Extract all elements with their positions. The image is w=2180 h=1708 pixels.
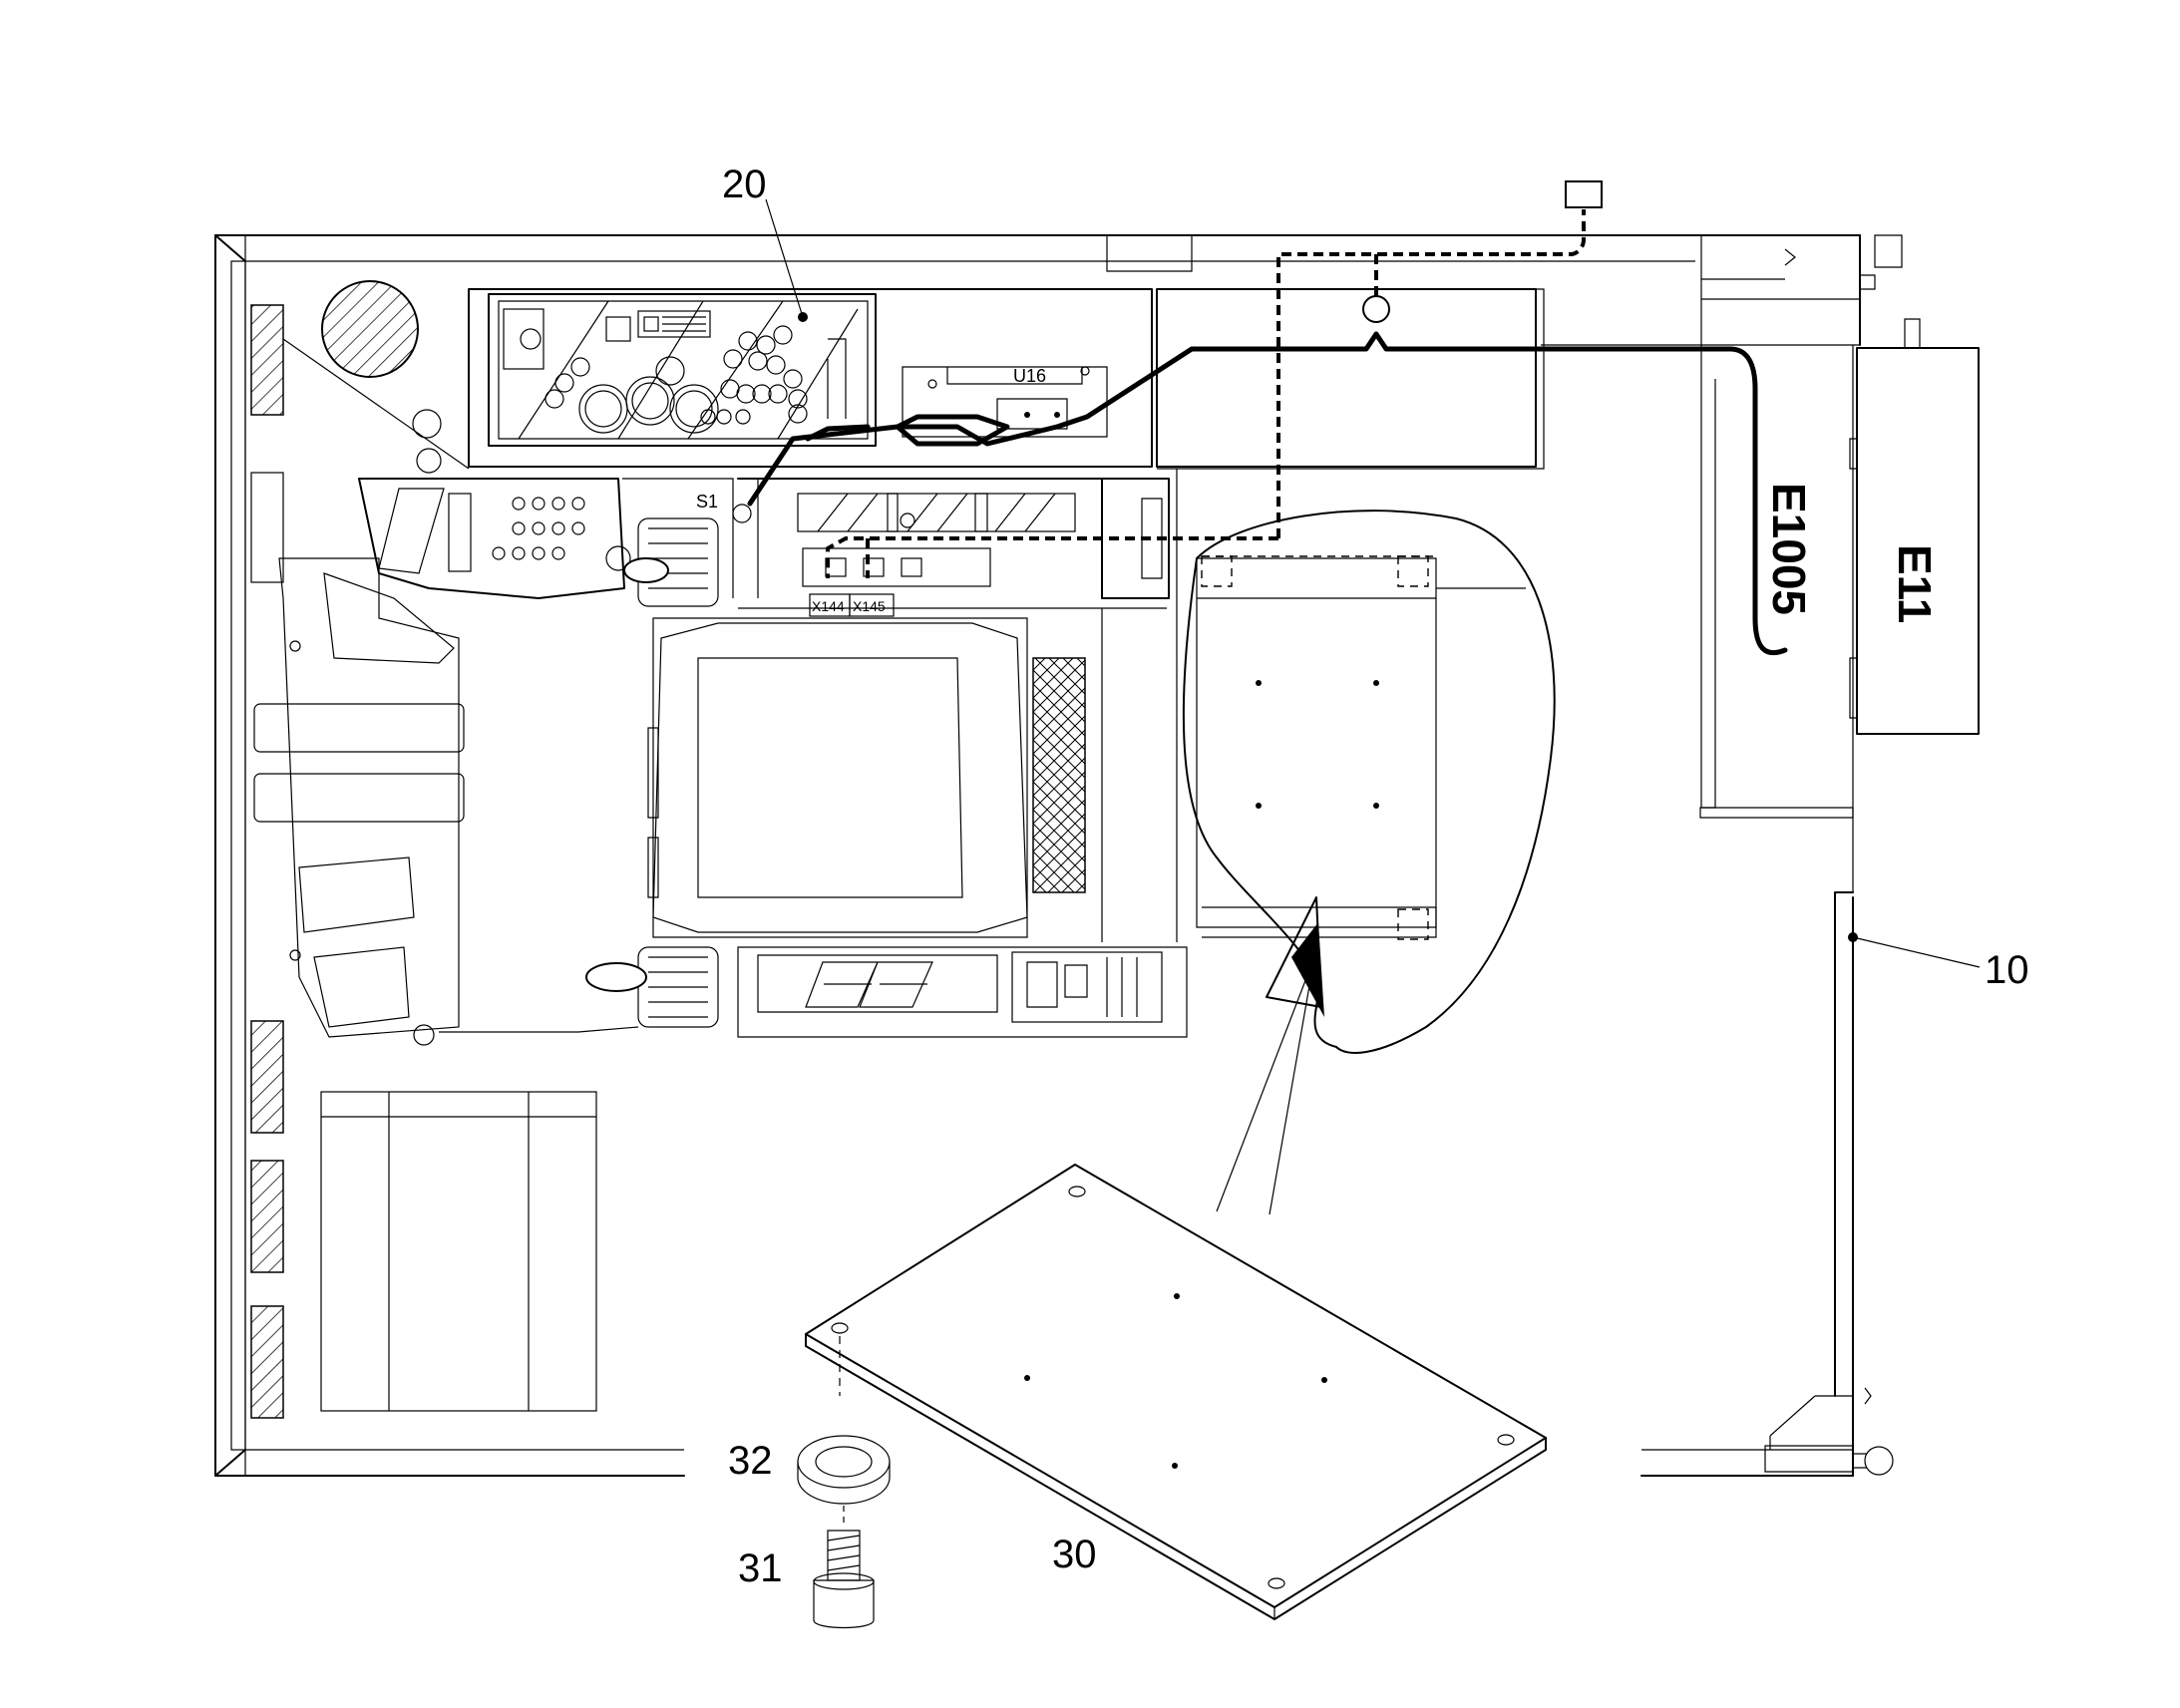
switch-s1 [732, 504, 752, 523]
callout-31: 31 [738, 1546, 783, 1590]
left-pedal-area [253, 557, 639, 1046]
callout-32: 32 [728, 1439, 773, 1483]
label-s1: S1 [696, 492, 718, 512]
label-x145: X145 [853, 598, 886, 614]
leader-lines [765, 198, 1981, 968]
cable-harness [747, 180, 1788, 656]
right-armrest-console [737, 946, 1188, 1038]
callout-10: 10 [1985, 948, 2029, 992]
module-u16 [902, 366, 1108, 438]
label-x144: X144 [812, 598, 845, 614]
center-console [737, 478, 1170, 609]
right-upper-cabinet [1157, 288, 1545, 470]
floor-cutout [1182, 510, 1556, 1054]
label-e11: E11 [1889, 544, 1941, 623]
floor-plate [805, 1164, 1547, 1620]
label-u16: U16 [1013, 366, 1046, 386]
joystick-lower [585, 946, 719, 1028]
heater-e11 [1849, 318, 1980, 735]
screw [813, 1506, 875, 1629]
washer [797, 1435, 891, 1505]
storage-compartment [320, 1091, 597, 1412]
callout-20: 20 [722, 163, 767, 206]
cab-walls [214, 234, 1903, 1477]
installation-arrow [1216, 896, 1324, 1215]
left-control-console [358, 478, 734, 599]
hatched-round-element [321, 280, 419, 378]
joystick-upper [623, 517, 719, 607]
operator-seat [647, 617, 1086, 938]
callout-30: 30 [1052, 1533, 1097, 1576]
label-e1005: E1005 [1763, 483, 1815, 615]
